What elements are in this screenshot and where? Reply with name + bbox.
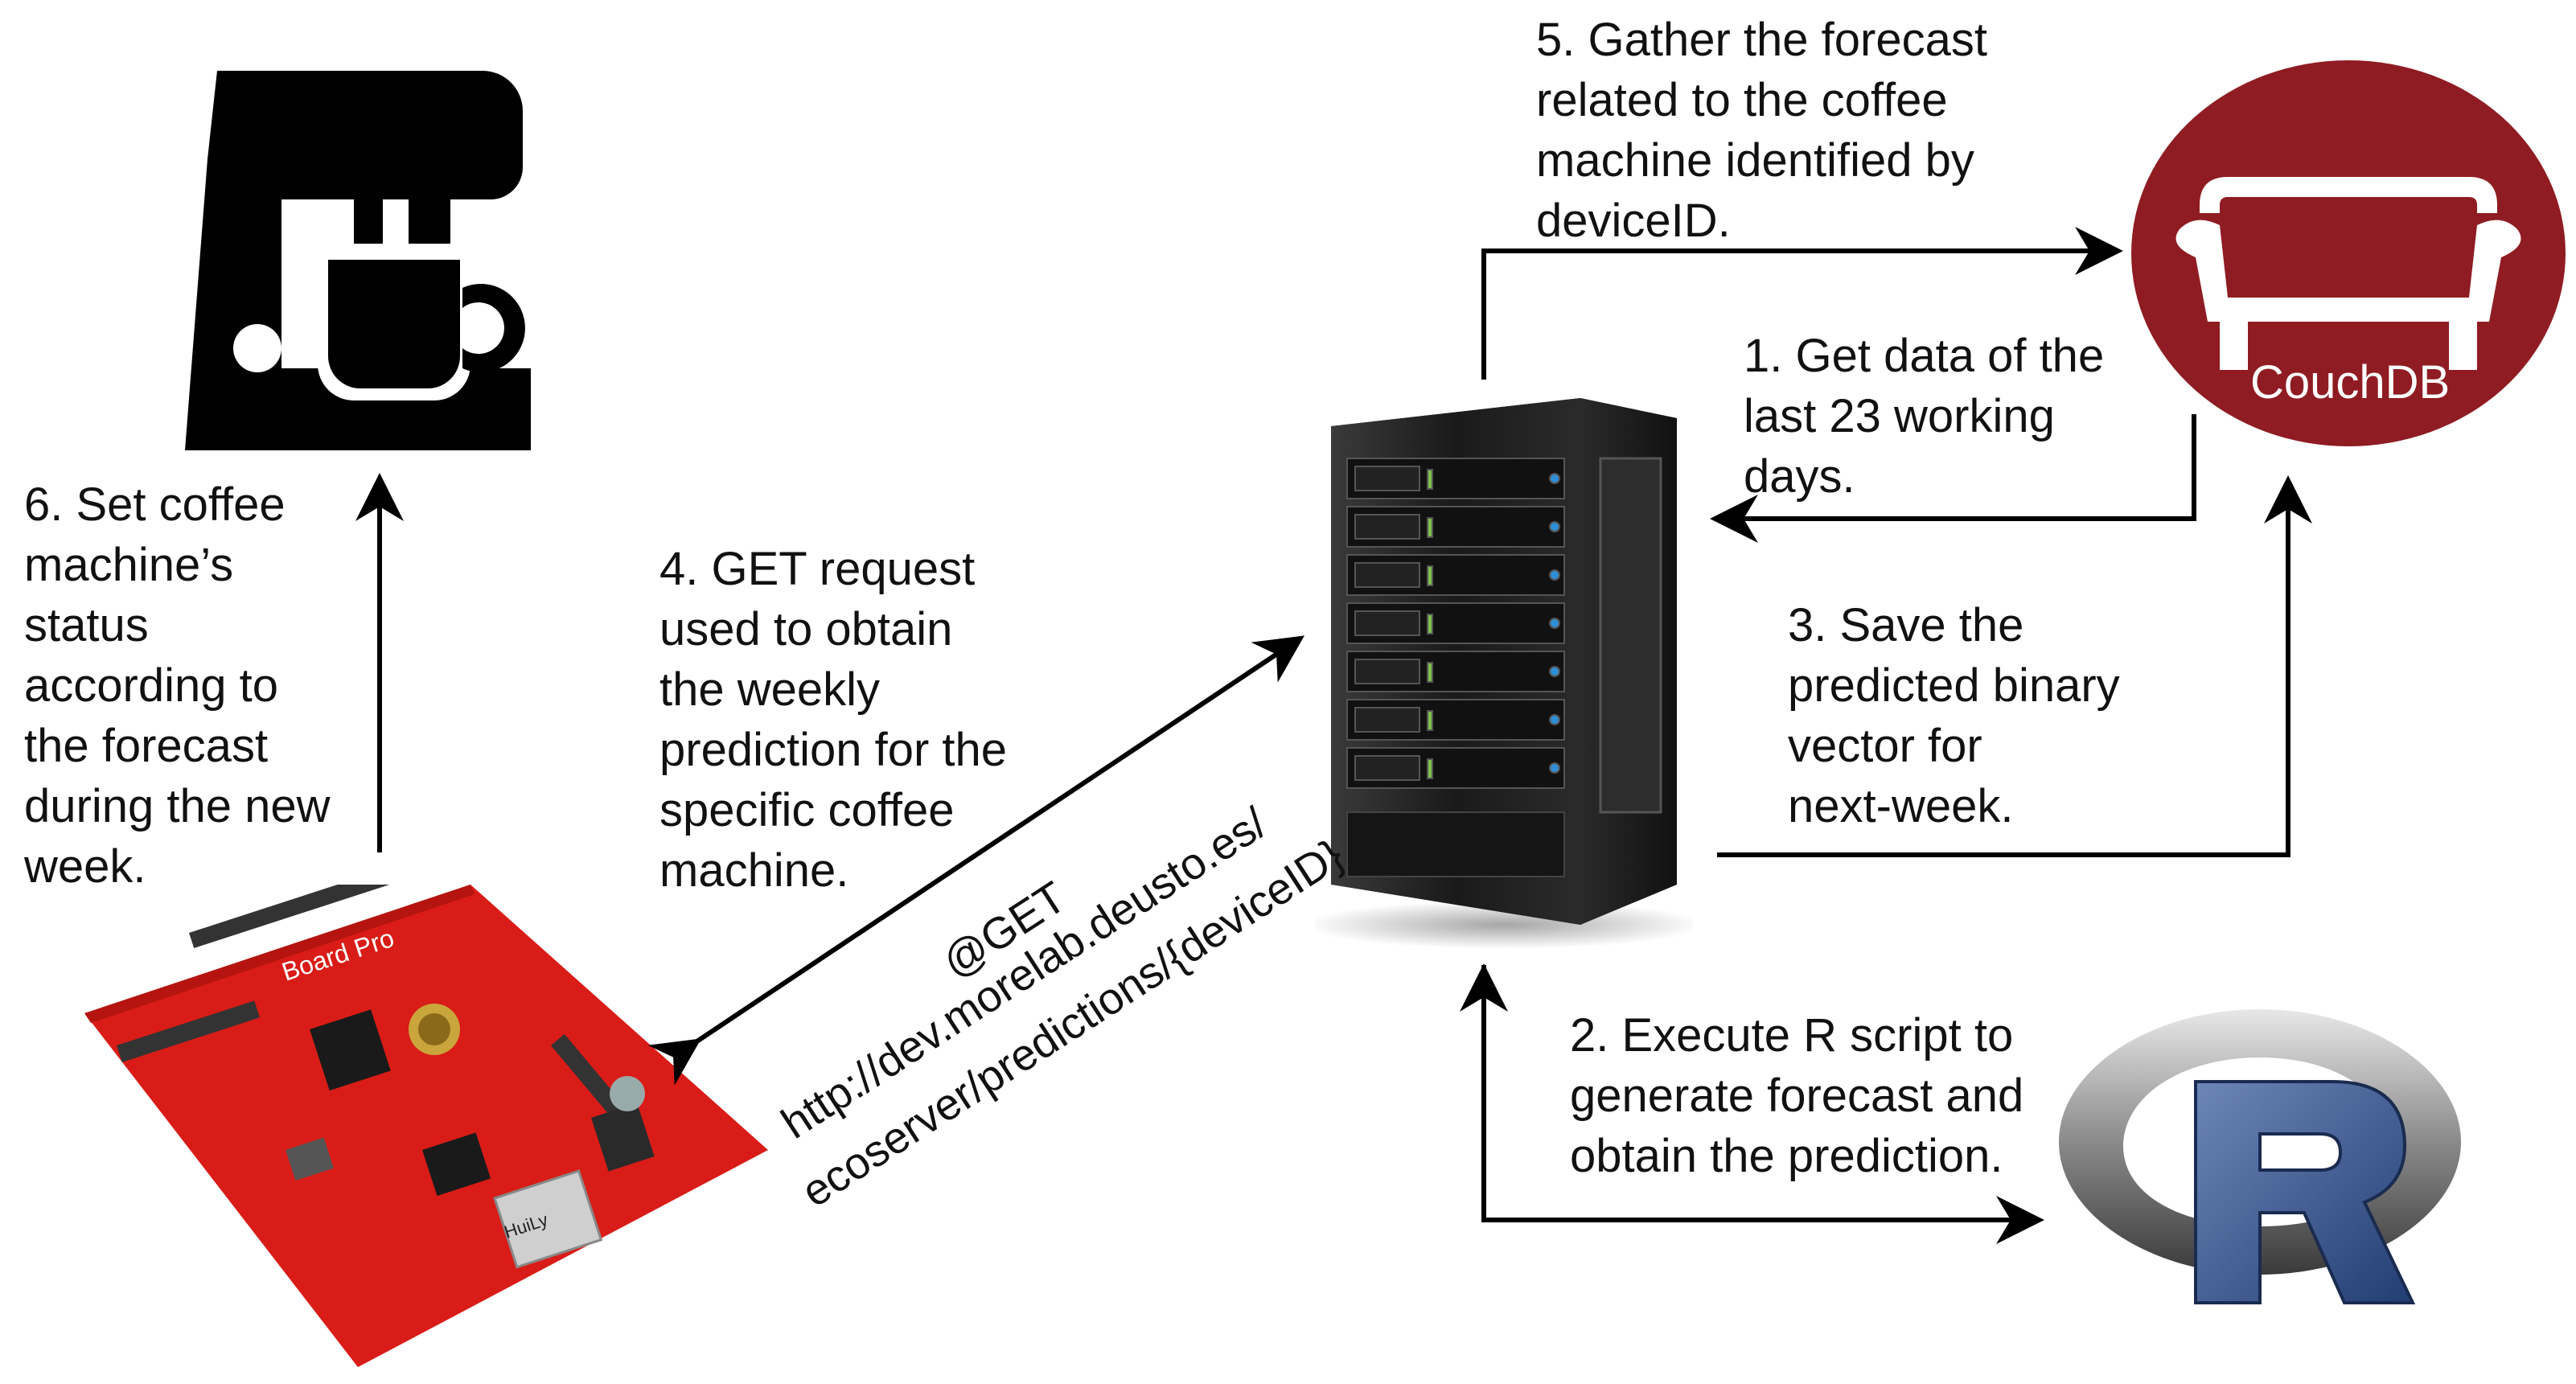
couchdb-logo	[2131, 60, 2566, 446]
step3-label: 3. Save the predicted binary vector for …	[1788, 599, 2120, 832]
step4-label: 4. GET request used to obtain the weekly…	[659, 543, 1008, 897]
coffee-machine-icon	[185, 71, 531, 450]
server-icon	[1315, 398, 1693, 949]
step1-label: 1. Get data of the last 23 working days.	[1744, 330, 2105, 503]
step6-label: 6. Set coffee machine’s status according…	[24, 478, 331, 893]
step5-label: 5. Gather the forecast related to the co…	[1536, 14, 1987, 247]
step2-label: 2. Execute R script to generate forecast…	[1570, 1009, 2024, 1182]
arduino-board-icon: Board Pro HuiLy	[84, 885, 768, 1367]
couchdb-label: CouchDB	[2250, 356, 2451, 409]
r-logo	[2059, 1009, 2461, 1304]
